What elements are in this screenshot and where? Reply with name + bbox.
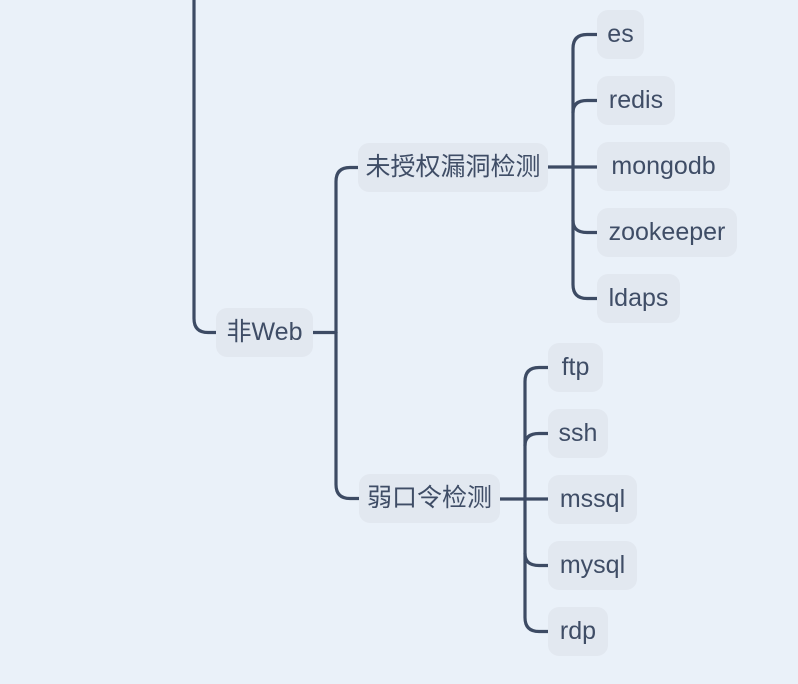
node-nonweb[interactable]: 非Web bbox=[216, 308, 313, 357]
node-mongodb[interactable]: mongodb bbox=[597, 142, 730, 191]
node-zookeeper[interactable]: zookeeper bbox=[597, 208, 737, 257]
connector-weakpass-trunk-ftp-rdp bbox=[523, 365, 550, 634]
node-ftp[interactable]: ftp bbox=[548, 343, 603, 392]
connector-weakpass-to-ssh bbox=[523, 431, 550, 448]
connector-parent-trunk bbox=[192, 0, 218, 335]
node-weak-password-detect[interactable]: 弱口令检测 bbox=[359, 474, 500, 523]
connector-unauth-trunk-es-ldaps bbox=[571, 32, 599, 301]
connector-weakpass-to-mysql bbox=[523, 551, 550, 568]
node-unauthorized-vuln-detect[interactable]: 未授权漏洞检测 bbox=[358, 143, 548, 192]
node-rdp[interactable]: rdp bbox=[548, 607, 608, 656]
connector-nonweb-to-weakpass bbox=[334, 330, 361, 501]
node-redis[interactable]: redis bbox=[597, 76, 675, 125]
node-ssh[interactable]: ssh bbox=[548, 409, 608, 458]
connector-unauth-to-zookeeper bbox=[571, 218, 599, 235]
node-mssql[interactable]: mssql bbox=[548, 475, 637, 524]
node-es[interactable]: es bbox=[597, 10, 644, 59]
connector-unauth-to-redis bbox=[571, 98, 599, 115]
connector-nonweb-to-unauth bbox=[334, 165, 360, 335]
node-ldaps[interactable]: ldaps bbox=[597, 274, 680, 323]
node-mysql[interactable]: mysql bbox=[548, 541, 637, 590]
